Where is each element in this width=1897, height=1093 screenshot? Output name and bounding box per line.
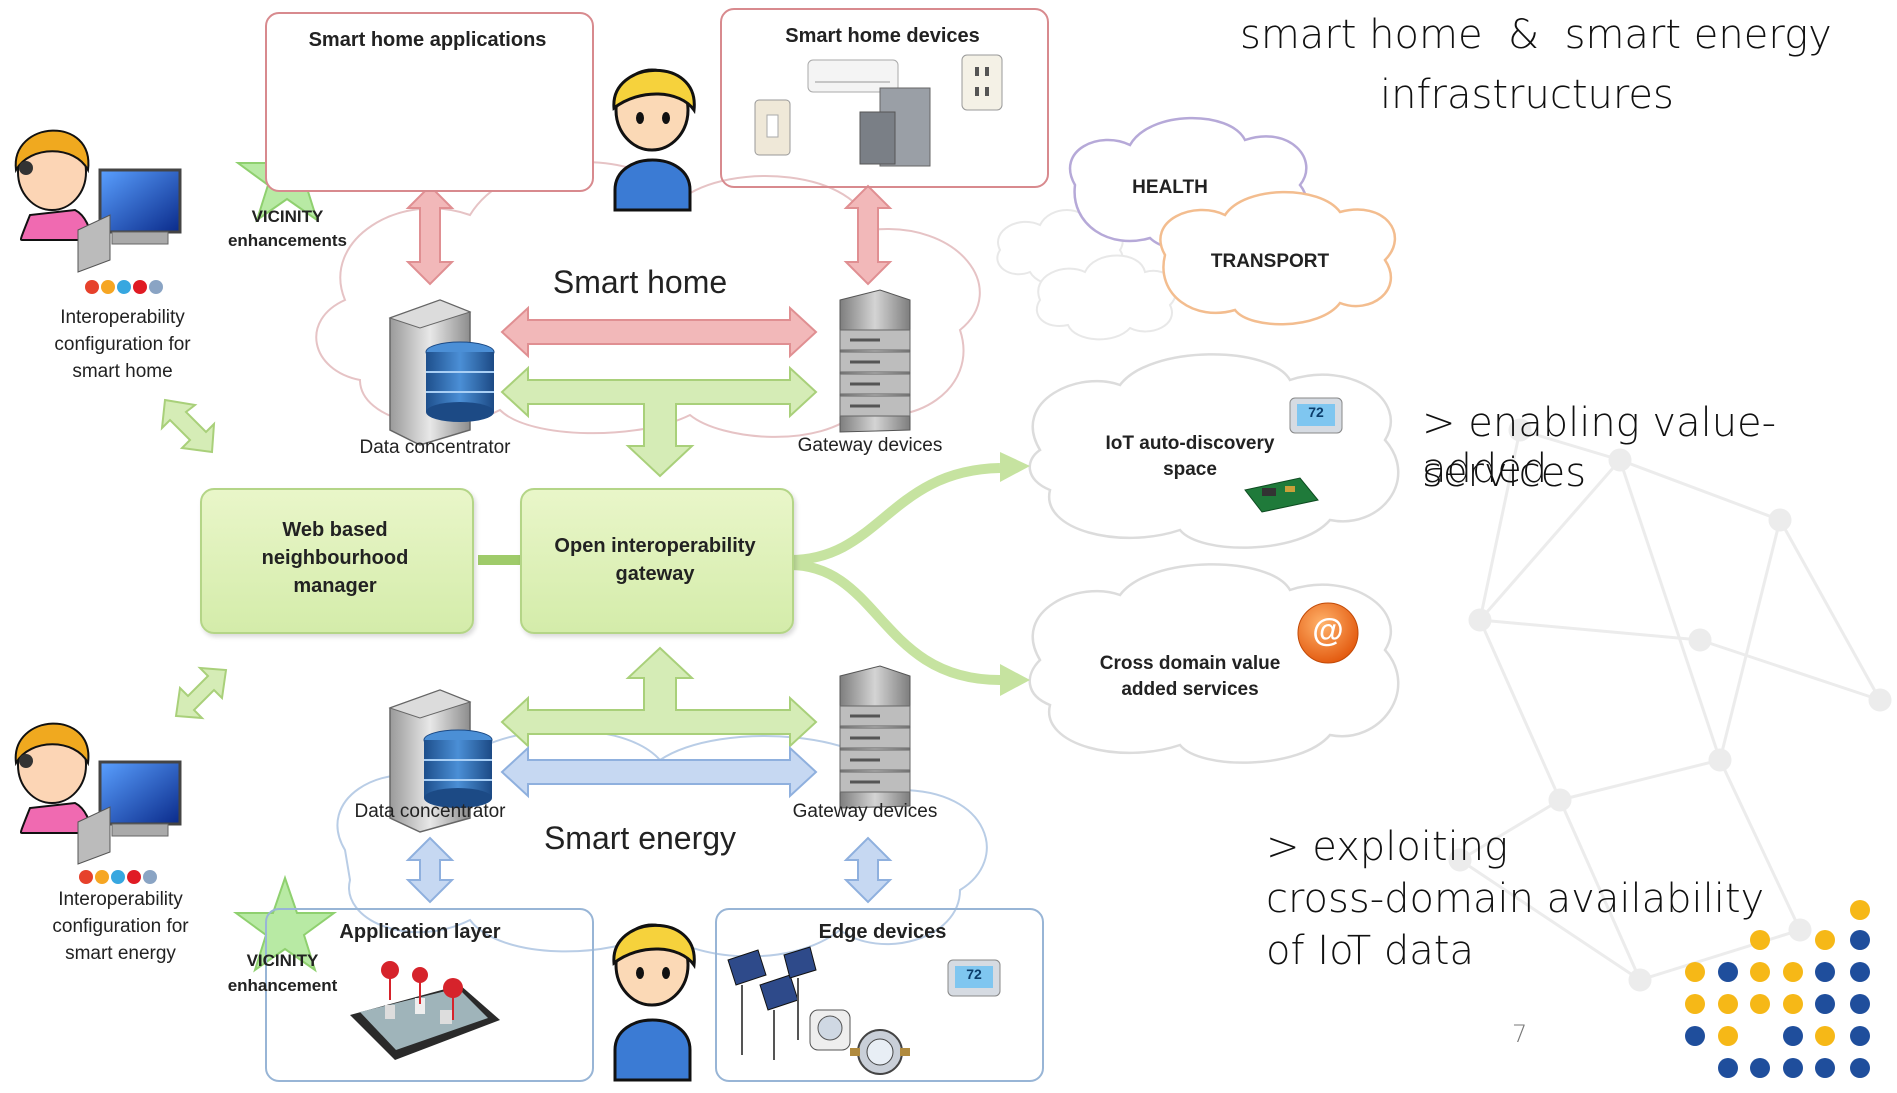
gateway-devices-top-label: Gateway devices — [797, 435, 943, 456]
power-meter-icon — [809, 1009, 851, 1051]
map-pins-icon — [381, 961, 463, 1020]
vicinity-enhancement-line1: VICINITY — [246, 951, 319, 970]
interop-smart-energy-line1: Interoperability — [58, 889, 183, 910]
smart-home-devices-box — [720, 8, 1049, 188]
interop-smart-energy-line2: configuration for — [52, 916, 189, 937]
iot-discovery-line1: IoT auto-discovery — [1105, 433, 1275, 454]
vicinity-enhancement-line2: enhancement — [227, 976, 338, 995]
solar-panels-icon — [727, 946, 817, 1060]
arrow-head-cross — [1000, 664, 1030, 696]
thermostat-edge-icon — [947, 959, 1001, 997]
vicinity-star-bottom-icon — [232, 874, 338, 973]
page-number: 7 — [1512, 1020, 1528, 1048]
gateway-devices-bottom-icon — [839, 665, 911, 809]
operator-arrow-bottom — [174, 666, 228, 720]
blue-arrow-right — [843, 836, 893, 904]
pink-arrow-right — [843, 184, 893, 286]
vicinity-enhancements-line1: VICINITY — [251, 207, 324, 226]
interop-smart-home-line1: Interoperability — [60, 307, 185, 328]
power-outlet-icon — [961, 54, 1003, 111]
data-concentrator-bottom-icon — [388, 689, 493, 833]
main-title-line2: infrastructures — [1380, 72, 1674, 118]
user-avatar-bottom — [612, 923, 696, 1082]
app-layer-phone-icon — [350, 985, 500, 1060]
user-avatar-top — [612, 68, 696, 212]
value-added-line2: services — [1422, 450, 1587, 496]
open-interoperability-gateway-box[interactable] — [520, 488, 794, 634]
value-added-line1: > enabling value-added — [1422, 400, 1777, 492]
transport-cloud — [1159, 190, 1397, 326]
edge-devices-box — [715, 908, 1044, 1082]
manager-gateway-connector — [478, 555, 523, 565]
blue-arrow-horizontal — [500, 745, 818, 799]
water-meter-icon — [850, 1029, 910, 1075]
application-layer-box — [265, 908, 594, 1082]
operator-top-icon — [14, 129, 182, 273]
application-layer-label: Application layer — [339, 921, 501, 943]
blue-arrow-left — [405, 836, 455, 904]
at-sign-icon — [1297, 602, 1359, 664]
smart-energy-cloud — [336, 729, 988, 958]
thermostat-iot-reading: 72 — [1308, 404, 1324, 420]
vicinity-enhancements-line2: enhancements — [227, 231, 348, 250]
browser-icons-top — [85, 280, 163, 294]
air-conditioner-icon — [807, 59, 899, 93]
data-concentrator-bottom-label: Data concentrator — [354, 801, 506, 822]
web-manager-line2: neighbourhood — [261, 547, 409, 569]
exploiting-line1: > exploiting — [1266, 824, 1509, 870]
gateway-devices-top-icon — [839, 289, 911, 433]
pink-arrow-horizontal — [500, 305, 818, 359]
at-sign-label: @ — [1312, 612, 1344, 648]
smart-home-applications-label: Smart home applications — [308, 29, 547, 51]
smart-home-applications-box — [265, 12, 594, 192]
circuit-board-icon — [1244, 477, 1319, 513]
transport-label: TRANSPORT — [1210, 251, 1330, 272]
operator-bottom-icon — [14, 722, 182, 865]
health-label: HEALTH — [1132, 177, 1208, 198]
interop-smart-home-line2: configuration for — [54, 334, 191, 355]
small-cloud-2 — [1035, 254, 1177, 341]
browser-icons-bottom — [79, 870, 157, 884]
data-concentrator-top-label: Data concentrator — [359, 437, 511, 458]
cross-domain-line1: Cross domain value — [1099, 653, 1281, 674]
web-neighbourhood-manager-box[interactable] — [200, 488, 474, 634]
interop-smart-home-line3: smart home — [72, 361, 173, 382]
thermostat-edge-reading: 72 — [966, 966, 982, 982]
exploiting-line2: cross-domain availability — [1266, 876, 1765, 922]
network-watermark — [1448, 418, 1892, 992]
appliances-icon — [859, 87, 931, 167]
pink-arrow-left — [405, 184, 455, 286]
iot-discovery-line2: space — [1163, 459, 1217, 480]
arrow-to-iot-cloud — [789, 463, 1001, 565]
interop-smart-energy-line3: smart energy — [65, 943, 176, 964]
operator-arrow-top — [160, 398, 216, 454]
smart-home-devices-label: Smart home devices — [785, 25, 980, 47]
arrow-to-cross-cloud — [789, 560, 1001, 685]
gateway-box-line1: Open interoperability — [554, 535, 756, 557]
smart-energy-label: Smart energy — [543, 820, 737, 856]
thermostat-iot-icon — [1289, 397, 1343, 434]
main-title-line1: smart home & smart energy — [1240, 12, 1832, 58]
green-arrow-top — [500, 365, 818, 478]
edge-devices-label: Edge devices — [818, 921, 947, 943]
vicinity-logo — [1685, 900, 1870, 1078]
arrow-head-iot — [1000, 452, 1030, 482]
green-arrow-bottom — [500, 646, 818, 749]
web-manager-line3: manager — [293, 575, 377, 597]
gateway-box-line2: gateway — [615, 563, 695, 585]
smart-home-label: Smart home — [552, 264, 728, 300]
gateway-devices-bottom-label: Gateway devices — [792, 801, 938, 822]
light-switch-icon — [754, 99, 791, 156]
web-manager-line1: Web based — [282, 519, 388, 541]
exploiting-line3: of IoT data — [1266, 928, 1474, 974]
data-concentrator-top-icon — [388, 299, 495, 446]
cross-domain-line2: added services — [1121, 679, 1259, 700]
